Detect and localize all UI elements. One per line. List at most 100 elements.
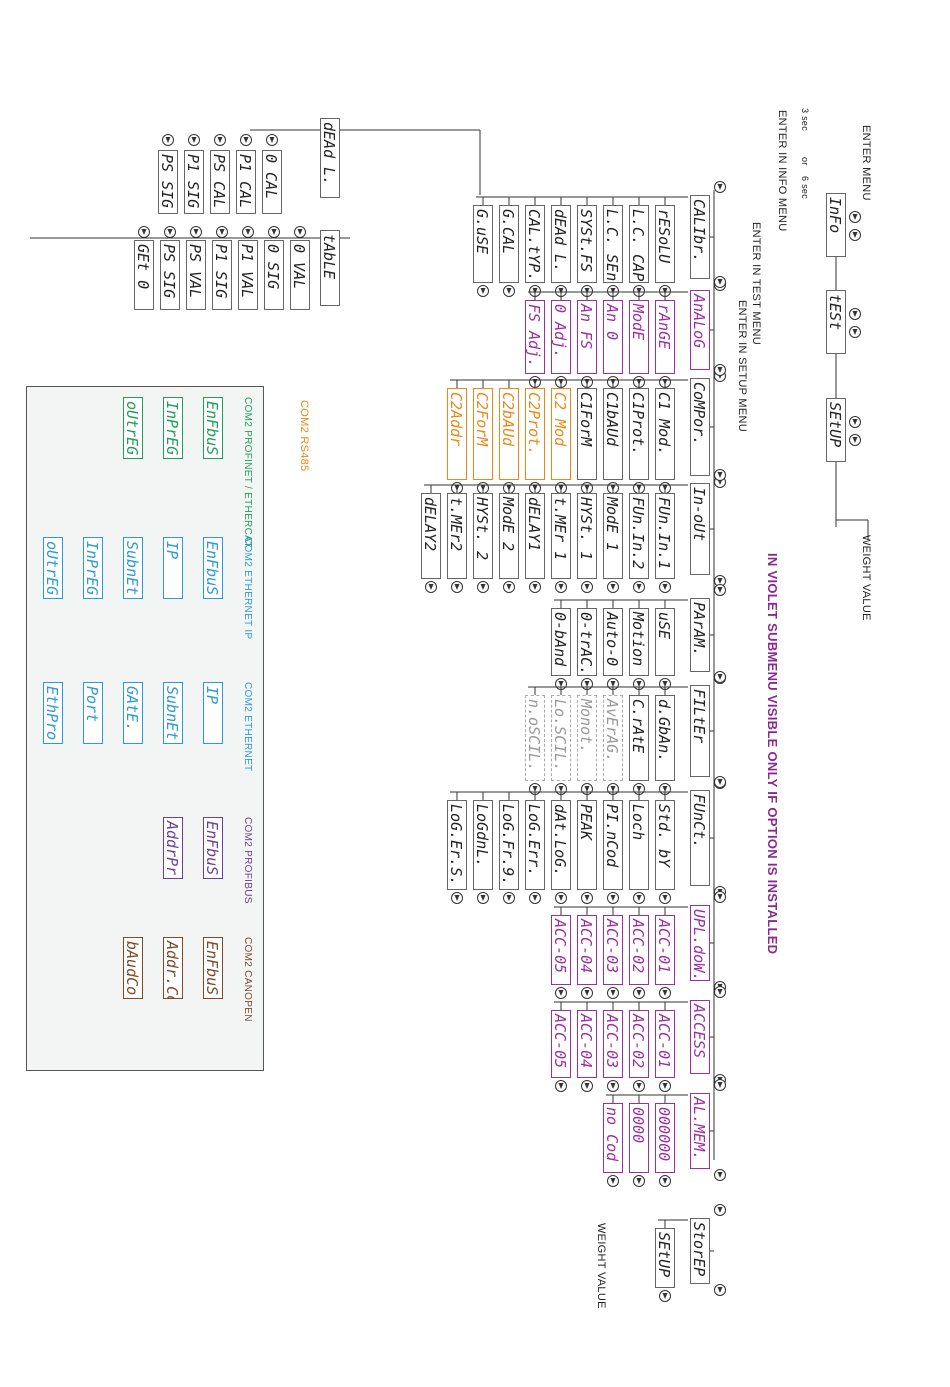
arrow-button-icon — [503, 581, 515, 593]
arrow-button-icon — [633, 1080, 645, 1092]
submenu-item-8-1: ACC-02 — [629, 1010, 649, 1078]
com2-item-4-0: EnFbuS — [203, 937, 223, 999]
submenu-item-8-3: ACC-04 — [577, 1010, 597, 1078]
timing-or: or — [800, 157, 810, 166]
submenu-item-5-5: n.oSCIL. — [525, 695, 545, 781]
submenu-item-3-6: ModE 2 — [499, 493, 519, 579]
table-head: tAbLE — [320, 230, 340, 306]
submenu-item-6-2: PI.nCod — [603, 800, 623, 890]
arrow-button-icon — [849, 229, 861, 241]
submenu-item-0-5: CAL.tYP. — [525, 205, 545, 283]
com2-header-1: COM2 ETHERNET IP — [242, 537, 253, 640]
arrow-button-icon — [659, 1080, 671, 1092]
submenu-item-0-2: L.C. SEn. — [603, 205, 623, 283]
arrow-button-icon — [529, 892, 541, 904]
com2-item-4-1: Addr.Co — [163, 937, 183, 999]
submenu-item-4-0: uSE — [655, 608, 675, 676]
arrow-button-icon — [849, 416, 861, 428]
com2-header-0: COM2 PROFINET / ETHERCAT — [242, 397, 253, 548]
setup-menu-2: CoMPor. — [690, 378, 710, 476]
dead-load-item-2: PS CAL — [210, 150, 230, 214]
setup-menu-0: CALIbr. — [690, 195, 710, 279]
submenu-item-3-3: HYSt. 1 — [577, 493, 597, 579]
violet-note: IN VIOLET SUBMENU VISIBLE ONLY IF OPTION… — [765, 553, 780, 955]
com2-rs485-label: COM2 RS485 — [298, 400, 310, 472]
submenu-item-5-3: Monot. — [577, 695, 597, 781]
arrow-button-icon — [266, 134, 278, 146]
arrow-button-icon — [714, 986, 726, 998]
submenu-item-6-0: Std. bY — [655, 800, 675, 890]
arrow-button-icon — [714, 1204, 726, 1216]
submenu-item-3-1: FUn.In.2 — [629, 493, 649, 579]
enter-info-label: ENTER IN INFO MENU — [776, 110, 788, 232]
arrow-button-icon — [633, 581, 645, 593]
arrow-button-icon — [659, 892, 671, 904]
enter-setup-label: ENTER IN SETUP MENU — [736, 300, 748, 433]
submenu-item-2-1: C1Prot. — [629, 388, 649, 480]
submenu-item-6-4: dAt.LoG. — [551, 800, 571, 890]
com2-item-3-1: AddrPr — [163, 817, 183, 879]
arrow-button-icon — [849, 434, 861, 446]
arrow-button-icon — [240, 134, 252, 146]
submenu-item-6-8: LoG.Er.S. — [447, 800, 467, 890]
arrow-button-icon — [503, 285, 515, 297]
top-menu-test: tESt — [826, 290, 846, 354]
submenu-item-8-0: ACC-01 — [655, 1010, 675, 1078]
submenu-item-8-4: ACC-05 — [551, 1010, 571, 1078]
submenu-item-3-5: dELAY1 — [525, 493, 545, 579]
setup-menu-6: FUnCt. — [690, 790, 710, 886]
submenu-item-7-0: ACC-01 — [655, 915, 675, 985]
com2-item-1-3: InPrEG. — [83, 537, 103, 599]
com2-item-2-4: EthPro. — [43, 682, 63, 744]
arrow-button-icon — [555, 1080, 567, 1092]
timing-3sec: 3 sec — [800, 108, 810, 132]
submenu-item-6-7: LoGdnL. — [473, 800, 493, 890]
top-menu-info: InFo — [826, 193, 846, 257]
submenu-item-9-2: no Cod — [603, 1103, 623, 1173]
table-item-0: 0 VAL — [290, 240, 310, 310]
arrow-button-icon — [503, 892, 515, 904]
arrow-button-icon — [714, 1079, 726, 1091]
dead-load-head: dEAd L. — [320, 118, 340, 198]
table-item-2: P1 VAL — [238, 240, 258, 310]
table-item-1: 0 SIG — [264, 240, 284, 310]
arrow-button-icon — [659, 581, 671, 593]
com2-item-1-1: IP — [163, 537, 183, 599]
submenu-item-6-6: LoG.Fr.9. — [499, 800, 519, 890]
arrow-button-icon — [607, 581, 619, 593]
submenu-item-7-3: ACC-04 — [577, 915, 597, 985]
arrow-button-icon — [714, 364, 726, 376]
setup-menu-1: AnALoG — [690, 290, 710, 370]
arrow-button-icon — [607, 987, 619, 999]
submenu-item-10-0: SEtUP — [655, 1228, 675, 1288]
submenu-item-2-3: C1ForM — [577, 388, 597, 480]
submenu-item-2-6: C2bAUd — [499, 388, 519, 480]
submenu-item-0-0: rESoLU — [655, 205, 675, 283]
arrow-button-icon — [633, 987, 645, 999]
com2-item-2-3: Port — [83, 682, 103, 744]
arrow-button-icon — [164, 226, 176, 238]
arrow-button-icon — [190, 226, 202, 238]
arrow-button-icon — [849, 211, 861, 223]
timing-6sec: 6 sec — [800, 176, 810, 200]
arrow-button-icon — [659, 987, 671, 999]
setup-menu-7: UPL.doW. — [690, 905, 710, 981]
submenu-item-3-7: HYSt. 2 — [473, 493, 493, 579]
com2-header-4: COM2 CANOPEN — [242, 937, 253, 1022]
arrow-button-icon — [714, 671, 726, 683]
arrow-button-icon — [714, 1169, 726, 1181]
weight-value-top: WEIGHT VALUE — [860, 535, 872, 621]
table-item-4: PS VAL — [186, 240, 206, 310]
submenu-item-1-0: rAnGE — [655, 300, 675, 374]
arrow-button-icon — [555, 987, 567, 999]
enter-test-label: ENTER IN TEST MENU — [750, 222, 762, 345]
submenu-item-6-5: LoG.Err. — [525, 800, 545, 890]
arrow-button-icon — [451, 892, 463, 904]
submenu-item-2-2: C1bAUd — [603, 388, 623, 480]
submenu-item-5-2: AvErAG. — [603, 695, 623, 781]
arrow-button-icon — [529, 581, 541, 593]
dead-load-item-4: PS SIG — [158, 150, 178, 214]
arrow-button-icon — [581, 892, 593, 904]
